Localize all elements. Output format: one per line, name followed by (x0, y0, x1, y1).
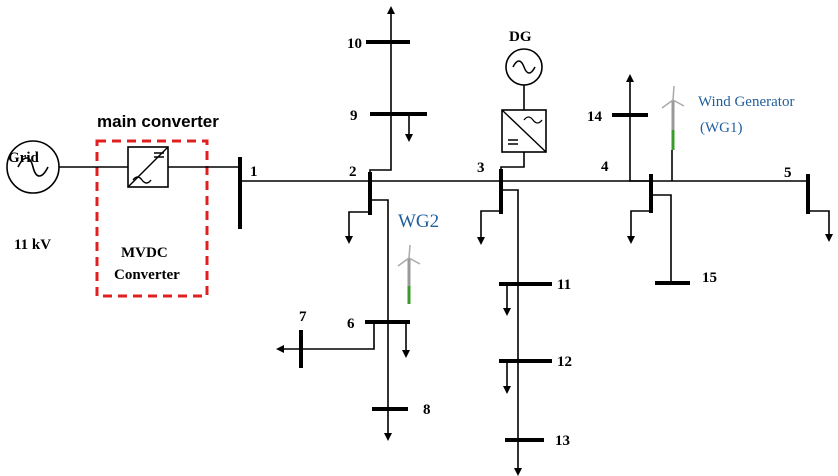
bus-6-label: 6 (347, 316, 355, 332)
bus-4-label: 4 (601, 159, 609, 175)
bus-15-label: 15 (702, 270, 717, 286)
wind-turbine-icon (397, 244, 421, 304)
load-2 (345, 211, 370, 244)
bus-11-label: 11 (557, 277, 571, 293)
bus-7-label: 7 (299, 309, 307, 325)
branch-3-11 (501, 189, 522, 476)
bus-1-label: 1 (250, 164, 258, 180)
grid-voltage-label: 11 kV (14, 237, 51, 253)
branch-3-dg (500, 152, 525, 170)
converter-label: Converter (114, 267, 180, 283)
bus-14-label: 14 (587, 109, 603, 125)
bus-5-label: 5 (784, 165, 792, 181)
bus-3-label: 3 (477, 160, 485, 176)
wind-generator-label: Wind Generator (698, 94, 794, 110)
load-4 (627, 210, 651, 244)
mvdc-label: MVDC (121, 245, 168, 261)
main-converter-label: main converter (97, 112, 219, 131)
bus-10-label: 10 (347, 36, 362, 52)
branch-6-7 (276, 322, 375, 353)
grid-source-icon (6, 140, 60, 194)
wg2-label: WG2 (398, 211, 439, 232)
wind-turbine-icon (661, 85, 685, 150)
wg1-label: (WG1) (700, 120, 742, 136)
main-converter-box (95, 139, 209, 298)
dg-source-icon (505, 48, 543, 86)
mvdc-converter-icon (127, 146, 169, 188)
branch-2-9 (369, 6, 395, 172)
bus-9-label: 9 (350, 108, 358, 124)
branch-4-14 (626, 74, 651, 182)
bus-12-label: 12 (557, 354, 572, 370)
bus-2-label: 2 (349, 164, 357, 180)
bus-13-label: 13 (555, 433, 570, 449)
load-3 (477, 210, 501, 245)
bus-8-label: 8 (423, 402, 431, 418)
dg-label: DG (509, 29, 532, 45)
load-5 (808, 210, 833, 242)
branch-4-15 (651, 194, 672, 283)
dg-converter-icon (501, 109, 547, 153)
grid-label: Grid (8, 150, 39, 166)
branch-2-6 (370, 199, 392, 441)
